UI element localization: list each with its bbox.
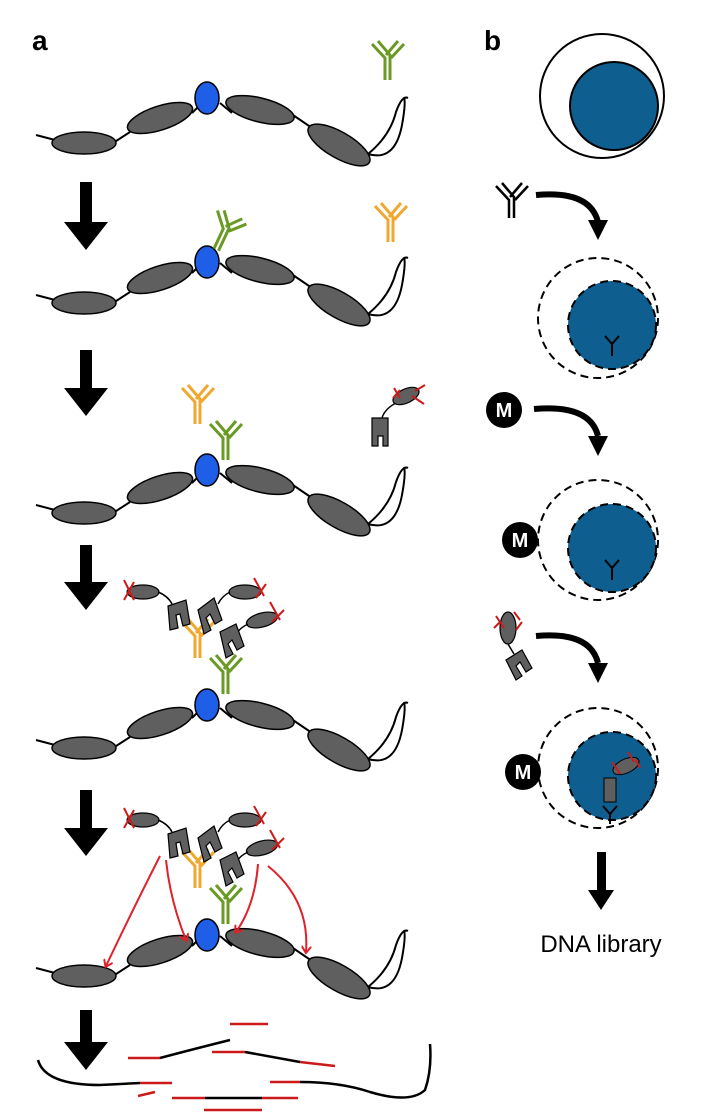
target-protein (194, 453, 220, 487)
nucleosome (126, 706, 194, 740)
step-arrow (64, 545, 108, 610)
ptn5-complex-icon (219, 829, 285, 887)
nucleosome (225, 94, 295, 126)
step-arrow-head (588, 220, 608, 240)
target-protein (194, 918, 220, 952)
nucleosome (225, 927, 295, 959)
nucleosome (51, 964, 117, 988)
cleavage-arrow (267, 865, 306, 952)
target-protein (194, 81, 220, 115)
panel-b: M M M (486, 33, 665, 958)
adaptor-m-icon: M (486, 392, 522, 428)
cleavage-arrows (106, 855, 306, 966)
ptn5-complex-icon (197, 805, 267, 863)
primary-antibody-icon (208, 654, 244, 694)
nucleosome (307, 728, 371, 772)
nucleus-icon (569, 61, 659, 151)
adaptor-m-icon: M (502, 522, 538, 558)
primary-antibody-icon (212, 209, 247, 252)
cleavage-arrow (106, 855, 161, 966)
permeabilized-cell-icon (537, 707, 659, 829)
dna-fragment (36, 1059, 141, 1087)
nucleosome (307, 123, 371, 167)
panel-a (35, 40, 432, 1112)
cell-icon (539, 33, 665, 159)
ptn5-complex-icon (123, 807, 191, 859)
dna-fragment (299, 1043, 432, 1099)
ptn5-complex-icon (493, 611, 533, 681)
step-arrow (64, 182, 108, 250)
nucleosome (126, 101, 194, 135)
panel-a-label: a (32, 25, 48, 56)
dna-fragment (159, 1038, 231, 1060)
stage-6-fragments (36, 1022, 432, 1112)
nucleus-icon (567, 280, 657, 370)
nucleosome (126, 261, 194, 295)
bound-antibody-icon (604, 559, 620, 580)
chromatin-fiber (35, 81, 409, 167)
permeabilized-cell-icon (537, 257, 659, 379)
adaptor-m-label: M (512, 530, 529, 552)
nucleosome (126, 934, 194, 968)
ptn5-complex-icon (371, 384, 426, 447)
nucleosome (225, 699, 295, 731)
nucleosome (51, 736, 117, 760)
primary-antibody-icon (370, 40, 406, 80)
nucleosome (225, 464, 295, 496)
nucleosome (51, 291, 117, 315)
nucleosome (307, 283, 371, 327)
step-arrow (64, 1010, 108, 1070)
step-arrow (533, 405, 601, 437)
step-arrow (588, 852, 614, 910)
cleavage-arrow (165, 859, 186, 940)
step-arrow (64, 790, 108, 856)
step-arrow (64, 350, 108, 416)
nucleosome (51, 131, 117, 155)
primary-antibody-icon (208, 884, 244, 924)
step-arrow-head (588, 436, 608, 456)
secondary-antibody-icon (180, 384, 216, 424)
dna-fragment (244, 1050, 301, 1064)
target-protein (194, 245, 220, 279)
primary-antibody-icon (208, 420, 244, 460)
bound-antibody-icon (602, 805, 618, 824)
stage-5 (35, 805, 409, 1000)
panel-b-label: b (484, 25, 501, 56)
nucleosome (51, 501, 117, 525)
nucleus-icon (567, 731, 657, 821)
nucleus-icon (567, 503, 657, 593)
bound-antibody-icon (604, 335, 620, 356)
cleavage-arrow (236, 863, 259, 932)
adaptor-m-icon: M (505, 754, 541, 790)
nucleosome (126, 471, 194, 505)
adaptor-m-label: M (496, 400, 513, 422)
ptn5-complex-icon (123, 579, 191, 631)
stage-4 (35, 577, 409, 772)
adaptor-m-label: M (515, 762, 532, 784)
ptn5-complex-icon (219, 601, 285, 659)
bound-ptn5-icon (603, 777, 617, 803)
secondary-antibody-icon (373, 202, 409, 242)
dna-library-label: DNA library (540, 931, 661, 958)
ptn5-complex-icon (197, 577, 267, 635)
secondary-antibody-icon (180, 618, 216, 658)
stage-1 (35, 40, 409, 167)
stage-3 (35, 384, 426, 537)
step-arrow (535, 191, 601, 223)
antibody-icon (495, 182, 529, 218)
step-arrow-head (588, 663, 608, 683)
stage-2 (35, 202, 409, 327)
target-protein (194, 688, 220, 722)
nucleosome (307, 493, 371, 537)
nucleosome (307, 956, 371, 1000)
secondary-antibody-icon (180, 848, 216, 888)
step-arrow (535, 632, 601, 664)
nucleosome (225, 254, 295, 286)
permeabilized-cell-icon (537, 479, 659, 601)
